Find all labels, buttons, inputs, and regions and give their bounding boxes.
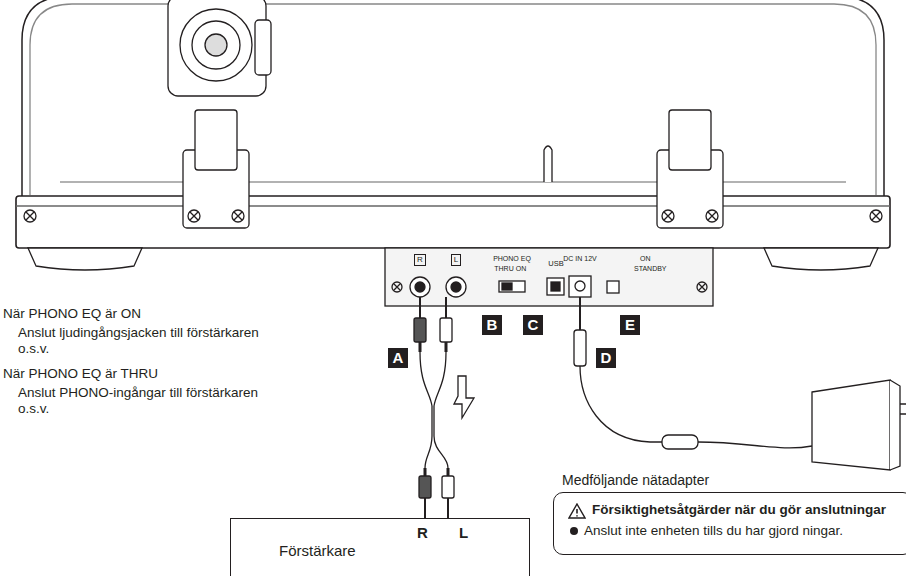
rear-panel — [385, 248, 713, 306]
channel-label: L — [459, 523, 468, 543]
tonearm — [168, 0, 271, 96]
switch-position: THRU — [494, 265, 513, 273]
screw — [392, 282, 402, 292]
note-heading: När PHONO EQ är ON — [3, 306, 141, 322]
phono-eq-switch — [499, 281, 525, 292]
caution-text-row: Anslut inte enheten tills du har gjord n… — [568, 522, 900, 540]
power-label: STANDBY — [634, 265, 667, 273]
caution-heading-row: Försiktighetsåtgärder när du gör anslutn… — [568, 501, 900, 519]
power-label: ON — [640, 255, 651, 263]
callout-letter: D — [596, 348, 616, 368]
callout-letter: C — [523, 315, 543, 335]
jack-label: R — [414, 254, 426, 266]
warning-icon — [568, 503, 586, 519]
channel-label-row: R — [417, 523, 428, 543]
foot — [28, 248, 142, 270]
plinth — [16, 196, 890, 248]
note-text: Anslut ljudingångsjacken till förstärkar… — [18, 325, 290, 357]
warning-mark — [576, 509, 578, 516]
rca-jack — [446, 277, 466, 297]
switch-label: PHONO EQ — [493, 255, 531, 263]
usb-port — [547, 278, 564, 295]
direction-arrow — [454, 376, 474, 418]
jack-label: L — [451, 254, 461, 266]
ferrite-core — [662, 435, 698, 449]
amplifier-label: Förstärkare — [279, 541, 356, 561]
plinth-line — [16, 205, 890, 206]
audio-cable — [414, 297, 474, 518]
amplifier-label-row: Förstärkare — [279, 541, 356, 561]
caution-text: Anslut inte enheten tills du har gjord n… — [584, 522, 843, 540]
screw — [870, 210, 882, 222]
callout-letter: E — [620, 315, 640, 335]
power-cable — [574, 297, 906, 470]
callout-letter: B — [482, 315, 502, 335]
hinge — [183, 110, 249, 228]
foot — [764, 248, 878, 270]
rca-jack — [410, 277, 430, 297]
switch-position: ON — [516, 265, 527, 273]
bullet-dot — [570, 527, 578, 535]
spindle — [544, 146, 552, 182]
port-label: DC IN 12V — [563, 255, 596, 263]
power-button — [607, 281, 619, 293]
dust-cover — [22, 0, 884, 200]
platter-edge — [60, 181, 846, 182]
hinge — [657, 110, 723, 228]
callout-letter: A — [388, 348, 408, 368]
screw — [24, 210, 36, 222]
channel-label-row: L — [459, 523, 468, 543]
channel-label: R — [417, 523, 428, 543]
amplifier-box: R L Förstärkare — [230, 518, 530, 576]
caution-heading: Försiktighetsåtgärder när du gör anslutn… — [592, 501, 886, 519]
dust-cover-edge — [30, 4, 876, 195]
port-label: USB — [548, 259, 563, 268]
dc-jack — [569, 276, 591, 297]
ac-adapter — [812, 380, 890, 470]
screw — [697, 282, 707, 292]
note-text: Anslut PHONO-ingångar till förstärkaren … — [18, 385, 290, 417]
warning-triangle — [569, 504, 585, 518]
note-heading: När PHONO EQ är THRU — [3, 366, 158, 382]
adapter-label: Medföljande nätadapter — [562, 472, 709, 489]
turntable — [16, 0, 890, 306]
caution-box: Försiktighetsåtgärder när du gör anslutn… — [553, 492, 906, 555]
